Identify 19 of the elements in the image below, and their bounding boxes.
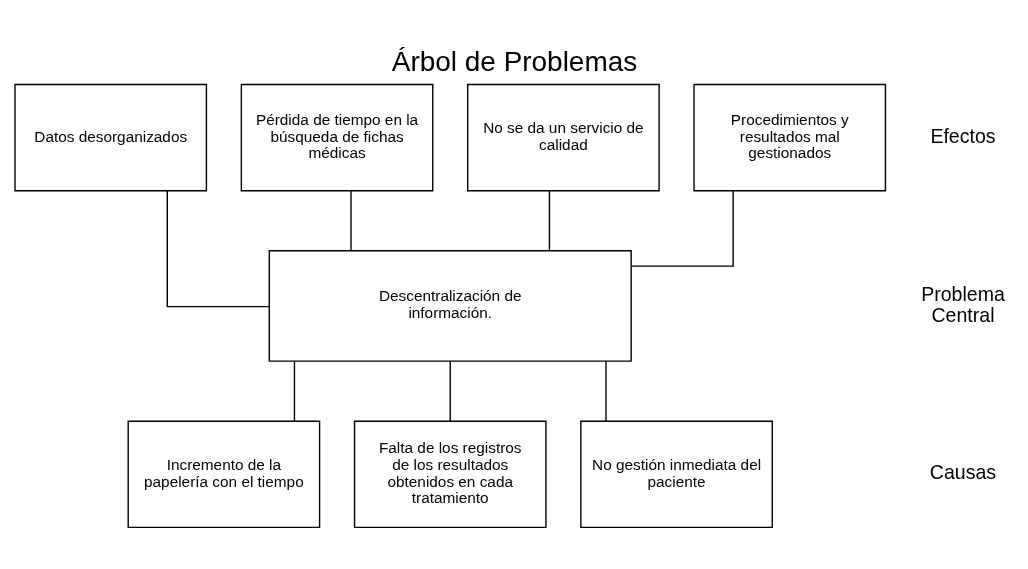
node-box: No se da un servicio de calidad	[466, 83, 660, 191]
node-box: No gestión inmediata del paciente	[579, 420, 773, 528]
node-box: Descentralización de información.	[268, 249, 632, 362]
node-box: Falta de los registros de los resultados obtenidos en cada tratamiento	[353, 420, 547, 528]
label: Problema Central	[920, 282, 1005, 326]
node-box: Procedimientos y resultados mal gestionados	[692, 83, 886, 191]
connector	[349, 189, 352, 251]
node-box: Datos desorganizados	[13, 83, 207, 191]
connector	[449, 360, 451, 422]
diagram-title: Árbol de Problemas	[391, 45, 637, 77]
connector	[604, 360, 607, 422]
connector	[293, 360, 295, 422]
label: Causas	[929, 460, 996, 483]
node-box: Incremento de la papelería con el tiempo	[127, 420, 320, 528]
connector	[548, 189, 550, 251]
label: Efectos	[929, 124, 996, 147]
connector	[630, 189, 734, 267]
node-box: Pérdida de tiempo en la búsqueda de fichas médicas	[240, 83, 433, 191]
connector	[166, 189, 270, 307]
